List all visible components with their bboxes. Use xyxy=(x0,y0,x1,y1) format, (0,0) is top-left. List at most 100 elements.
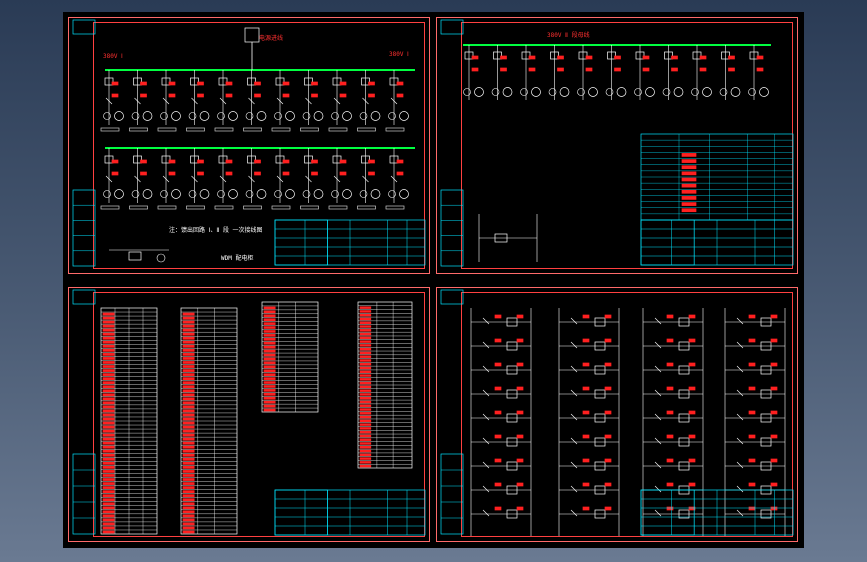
contactor-tag xyxy=(311,171,318,176)
contact xyxy=(482,365,490,373)
contact xyxy=(736,461,744,469)
contactor-tag xyxy=(585,67,593,72)
bus-label-right: 380V Ⅰ xyxy=(389,51,409,58)
feeder-label-box xyxy=(157,205,177,210)
contact xyxy=(570,341,578,349)
terminal-table-1-cell xyxy=(102,373,115,376)
ct xyxy=(188,190,197,198)
contact-tag xyxy=(582,314,590,319)
control-circuit-diagram xyxy=(440,289,794,536)
terminal-table-2-cell xyxy=(182,328,195,332)
breaker-tag xyxy=(311,159,318,164)
relay-coil xyxy=(678,437,690,447)
breaker-tag xyxy=(282,81,290,86)
ct xyxy=(634,88,642,96)
feeder-label-box xyxy=(385,205,405,210)
motor-feeder-diagram xyxy=(440,19,794,267)
breaker-tag xyxy=(500,55,507,60)
side-tab xyxy=(72,453,96,535)
terminal-table-2-cell xyxy=(182,365,195,368)
breaker xyxy=(304,77,313,86)
terminal-table-2-cell xyxy=(182,393,195,397)
terminal-table-4-cell xyxy=(359,449,372,453)
terminal-table-1-cell xyxy=(102,449,115,453)
drawing-caption: 注：馈出回路 Ⅰ、Ⅱ 段 一次接线图 xyxy=(169,227,263,234)
breaker xyxy=(493,51,502,60)
contact xyxy=(482,317,490,325)
terminal-table-1-cell xyxy=(102,522,115,526)
contact xyxy=(570,485,578,493)
coil-tag xyxy=(770,338,778,343)
terminal-table-4-cell xyxy=(359,419,372,423)
contactor-tag xyxy=(282,93,290,98)
terminal-table-1-cell xyxy=(102,494,115,498)
breaker-tag xyxy=(254,159,261,164)
contact-tag xyxy=(666,506,674,511)
terminal-table-4-cell xyxy=(359,374,372,377)
terminal-table-2-cell xyxy=(182,514,195,518)
motor xyxy=(370,111,381,121)
contactor-tag xyxy=(111,171,119,176)
terminal-table-2-cell xyxy=(182,530,195,534)
terminal-table-4-cell xyxy=(359,306,372,309)
terminal-table-1-cell xyxy=(102,316,115,320)
breaker-tag xyxy=(254,81,261,86)
terminal-table-2-cell xyxy=(182,474,195,477)
contactor xyxy=(390,97,398,105)
terminal-table-3-cell xyxy=(263,377,276,380)
motor xyxy=(730,87,741,97)
ct xyxy=(217,112,225,120)
terminal-table-4-cell xyxy=(359,321,372,324)
corner-tag xyxy=(72,19,96,35)
contactor xyxy=(219,175,227,183)
contact-tag xyxy=(666,362,674,367)
cad-viewport[interactable]: 380V Ⅰ 380V Ⅰ 电源进线 注：馈出回路 Ⅰ、Ⅱ 段 一次接线图 WD… xyxy=(63,12,804,548)
relay-coil xyxy=(678,509,690,519)
feeder-label-box xyxy=(385,127,405,132)
coil-tag xyxy=(516,410,524,415)
breaker xyxy=(247,155,256,164)
contact-tag xyxy=(748,434,756,439)
contactor-tag xyxy=(339,93,347,98)
terminal-table-1-cell xyxy=(102,466,115,469)
bus-label-top-right: 380V Ⅱ 段母线 xyxy=(547,32,590,39)
contact xyxy=(654,413,662,421)
terminal-table-2-cell xyxy=(182,312,195,316)
relay-coil xyxy=(594,461,606,471)
contactor xyxy=(362,175,369,183)
terminal-table-2-cell xyxy=(182,316,195,320)
terminal-table-4-cell xyxy=(359,359,372,362)
equipment-tag xyxy=(681,208,697,213)
motor xyxy=(142,189,153,199)
terminal-table-1-cell xyxy=(102,365,115,368)
contact-tag xyxy=(666,410,674,415)
terminal-table-2-cell xyxy=(182,324,195,328)
motor xyxy=(114,111,124,121)
coil-tag xyxy=(516,338,524,343)
terminal-table-2-cell xyxy=(182,457,195,461)
relay-coil xyxy=(678,389,690,399)
contact xyxy=(654,509,662,517)
terminal-table-2-cell xyxy=(182,397,195,401)
sheet-top-left-frame xyxy=(93,22,425,269)
coil-tag xyxy=(688,434,696,439)
relay-coil xyxy=(506,461,518,471)
title-left-cell xyxy=(640,489,695,536)
contact-tag xyxy=(582,458,590,463)
corner-tag xyxy=(440,19,464,35)
contact xyxy=(736,509,744,517)
terminal-table-2-cell xyxy=(182,389,195,393)
terminal-table-4-cell xyxy=(359,385,372,389)
contact xyxy=(654,341,662,349)
terminal-table-1-cell xyxy=(102,381,115,385)
contactor xyxy=(390,175,398,183)
contactor-tag xyxy=(254,93,261,98)
contactor-tag xyxy=(311,93,318,98)
breaker-tag xyxy=(671,55,678,60)
coil-tag xyxy=(604,338,612,343)
ctrl-motor xyxy=(156,253,166,263)
equipment-tag xyxy=(681,189,697,194)
terminal-table-3-cell xyxy=(263,389,276,392)
terminal-table-2-cell xyxy=(182,361,195,364)
motor xyxy=(399,189,409,199)
